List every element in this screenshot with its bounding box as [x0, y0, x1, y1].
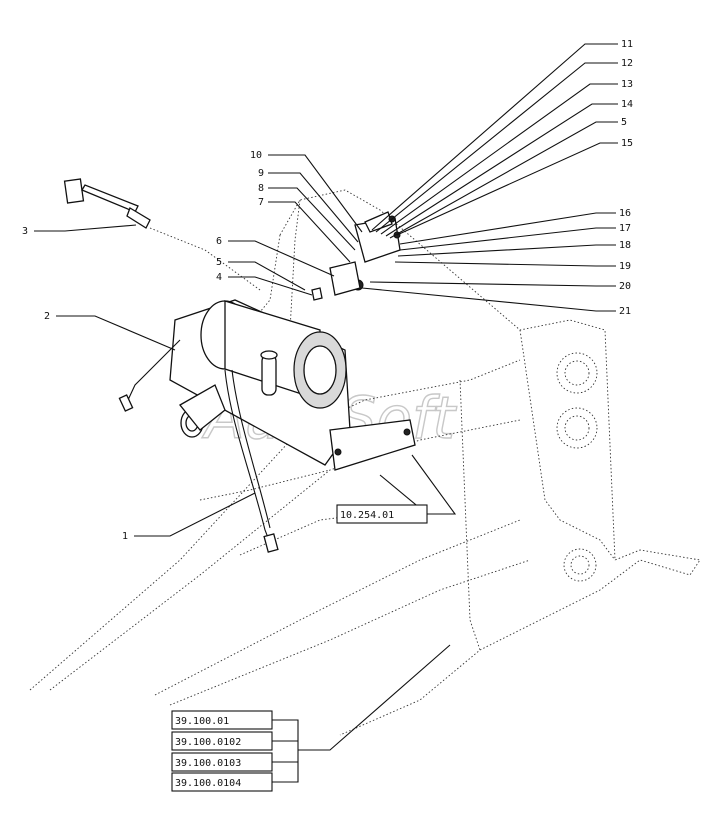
part-label-11: 11 — [621, 39, 633, 50]
part-label-6: 6 — [216, 236, 222, 247]
ref-box-39-100-0102 — [171, 731, 273, 751]
drier-cylinder — [200, 300, 347, 409]
part-label-8: 8 — [258, 183, 264, 194]
loader-frame-outline — [29, 189, 701, 736]
part-label-13: 13 — [621, 79, 633, 90]
ref-box-39-100-0103 — [171, 752, 273, 772]
valve-body — [179, 384, 226, 438]
part-label-15: 15 — [621, 138, 633, 149]
ref-text-39-100-0102: 39.100.0102 — [175, 737, 241, 748]
reference-boxes: 10.254.01 39.100.01 39.100.0102 39.100.0… — [171, 504, 428, 792]
ref-text-39-100-0104: 39.100.0104 — [175, 778, 241, 789]
ref-box-39-100-0104 — [171, 772, 273, 792]
part-label-2: 2 — [44, 311, 50, 322]
part-number-labels: 11 12 13 14 5 15 10 9 8 7 16 17 18 19 20… — [22, 39, 633, 542]
ref-text-39-100-01: 39.100.01 — [175, 716, 229, 727]
part-label-21: 21 — [619, 306, 631, 317]
part-label-12: 12 — [621, 58, 633, 69]
switch-bracket-assembly — [311, 211, 401, 301]
part-label-9: 9 — [258, 168, 264, 179]
part-label-20: 20 — [619, 281, 631, 292]
part-label-19: 19 — [619, 261, 631, 272]
sensor-probe-3 — [63, 178, 261, 291]
ref-box-10-254-01 — [336, 504, 428, 524]
ref-box-39-100-01 — [171, 710, 273, 730]
part-label-17: 17 — [619, 223, 631, 234]
ref-text-39-100-0103: 39.100.0103 — [175, 758, 241, 769]
part-label-16: 16 — [619, 208, 631, 219]
sensor-cable — [118, 339, 279, 553]
ref-text-10-254-01: 10.254.01 — [340, 510, 394, 521]
part-label-1: 1 — [122, 531, 128, 542]
part-label-5-lower: 5 — [216, 257, 222, 268]
part-label-18: 18 — [619, 240, 631, 251]
part-label-4: 4 — [216, 272, 222, 283]
leader-lines — [34, 43, 618, 783]
part-label-5-upper: 5 — [621, 117, 627, 128]
part-label-7: 7 — [258, 197, 264, 208]
part-label-10: 10 — [250, 150, 262, 161]
part-label-3: 3 — [22, 226, 28, 237]
part-label-14: 14 — [621, 99, 633, 110]
